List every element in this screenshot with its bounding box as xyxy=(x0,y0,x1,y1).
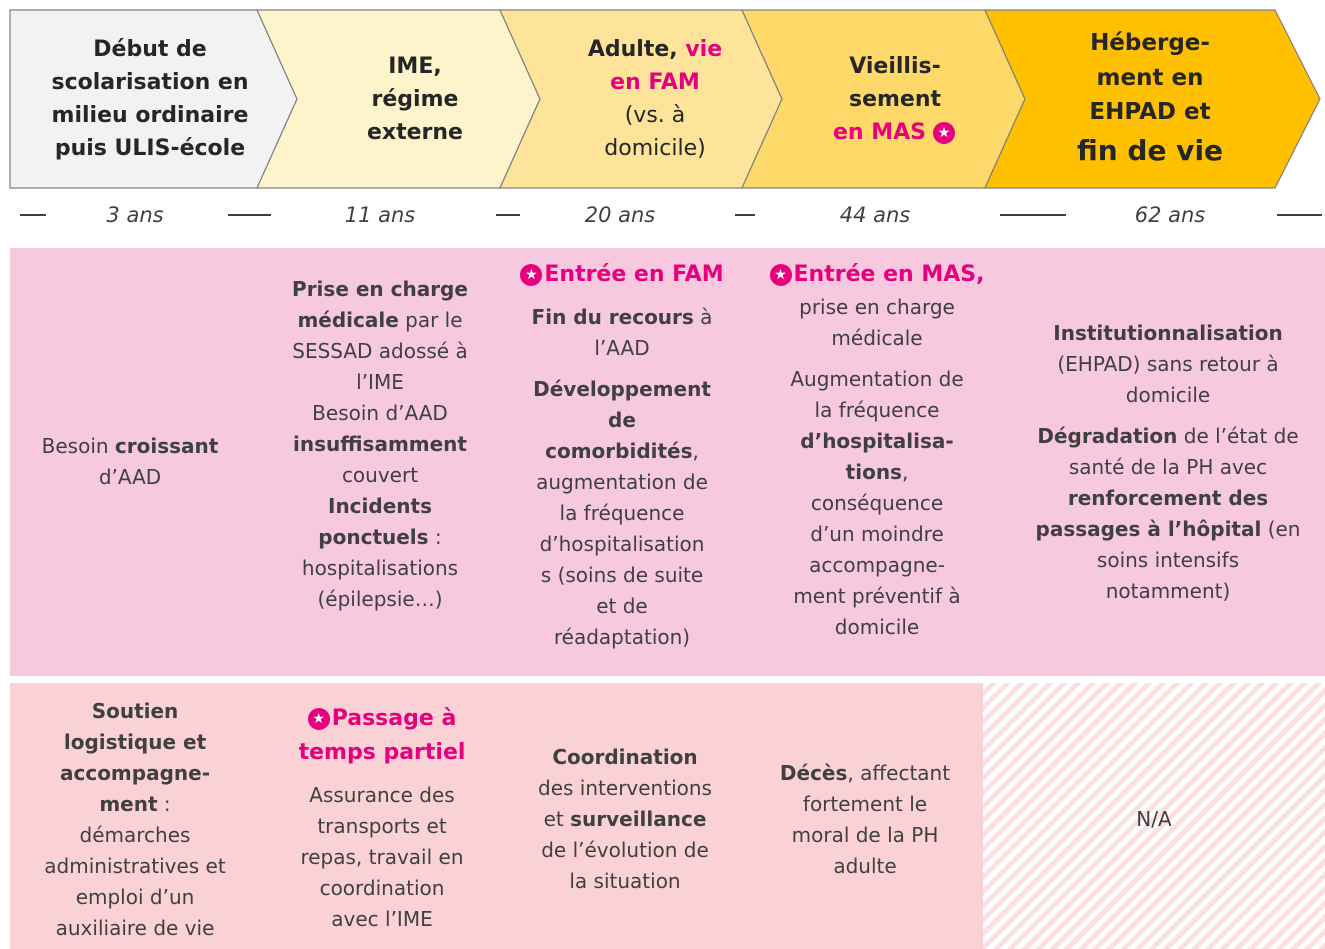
support-cell-2: ★Passage à temps partiel Assurance des t… xyxy=(298,706,466,932)
support-cell-3: Coordination des interventions et survei… xyxy=(538,745,712,893)
stage-4-label: Vieillis- sement en MAS ★ xyxy=(790,10,1000,188)
medical-cell-1: Besoin croissant d’AAD xyxy=(41,434,219,489)
timeline-dash xyxy=(496,214,520,216)
star-badge-icon: ★ xyxy=(307,708,330,730)
stage-chevrons xyxy=(9,9,1321,189)
medical-band xyxy=(10,248,1325,676)
medical-cell-3: ★Entrée en FAM Fin du recours à l’AAD Dé… xyxy=(488,256,756,668)
age-label: 20 ans xyxy=(584,203,656,227)
age-label: 44 ans xyxy=(839,203,911,227)
timeline-dash xyxy=(20,214,46,216)
medical-cell-4: ★Entrée en MAS, prise en charge médicale… xyxy=(752,256,1002,668)
star-badge-icon: ★ xyxy=(933,121,955,144)
medical-cell-5: Institutionnalisation (EHPAD) sans retou… xyxy=(1035,320,1301,603)
timeline-dash xyxy=(1277,214,1322,216)
support-cell-1: Soutien logistique et accompagne- ment :… xyxy=(44,698,226,940)
age-label: 62 ans xyxy=(1134,203,1206,227)
timeline-dash xyxy=(228,214,271,216)
age-label: 11 ans xyxy=(344,203,416,227)
na-hatched-cell xyxy=(983,683,1325,949)
stage-3-label: Adulte, vie en FAM (vs. à domicile) xyxy=(587,37,723,161)
support-cell-4: Décès, affectant fortement le moral de l… xyxy=(779,760,951,878)
timeline-dash xyxy=(1000,214,1066,216)
age-timeline: 3 ans 11 ans 20 ans 44 ans 62 ans xyxy=(0,195,1325,235)
star-badge-icon: ★ xyxy=(769,264,792,286)
age-label: 3 ans xyxy=(106,203,164,227)
medical-cell-2: Prise en charge médicale par le SESSAD a… xyxy=(292,277,468,611)
stage-5-chevron xyxy=(984,9,1321,189)
timeline-dash xyxy=(735,214,755,216)
support-cell-5: N/A xyxy=(1136,807,1172,831)
star-badge-icon: ★ xyxy=(520,264,543,286)
